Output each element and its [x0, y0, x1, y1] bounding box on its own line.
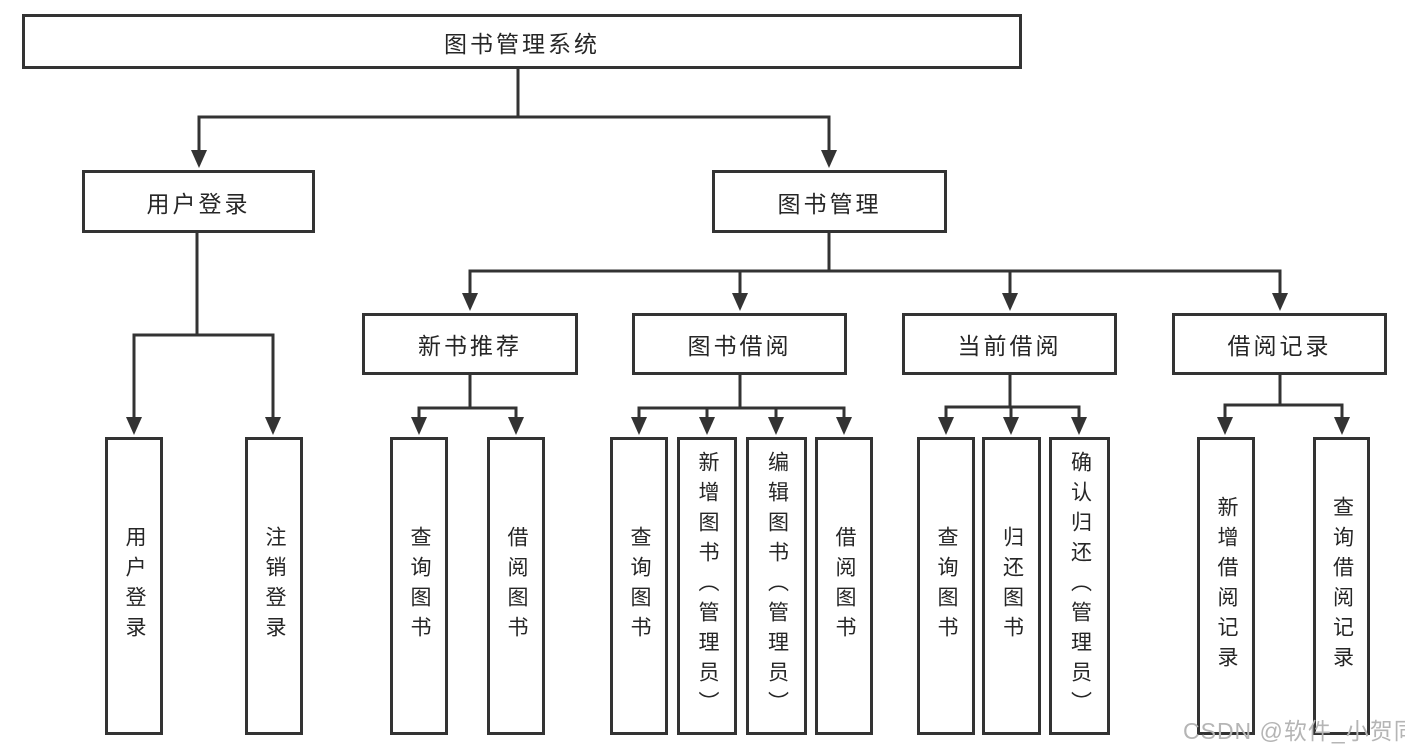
- edges-root: [191, 69, 837, 168]
- node-book-management: 图书管理: [712, 170, 947, 233]
- node-book-borrowing: 图书借阅: [632, 313, 847, 375]
- leaf-logout: 注销登录: [245, 437, 303, 735]
- leaf-label: 查询图书: [628, 526, 651, 646]
- node-current-borrowing: 当前借阅: [902, 313, 1117, 375]
- leaf-confirm-return-admin: 确认归还（管理员）: [1049, 437, 1110, 735]
- node-new-book-recommend: 新书推荐: [362, 313, 578, 375]
- leaf-label: 编辑图书（管理员）: [765, 451, 789, 721]
- leaf-recommend-borrow-books: 借阅图书: [487, 437, 545, 735]
- node-label: 图书管理: [777, 190, 882, 217]
- node-label: 图书管理系统: [444, 30, 600, 57]
- edges-borrowing-records: [1217, 375, 1350, 435]
- leaf-edit-books-admin: 编辑图书（管理员）: [746, 437, 807, 735]
- edges-user-login: [126, 232, 281, 435]
- leaf-borrowing-query-books: 查询图书: [610, 437, 668, 735]
- leaf-user-login: 用户登录: [105, 437, 163, 735]
- leaf-label: 注销登录: [263, 526, 286, 646]
- leaf-label: 用户登录: [123, 526, 146, 646]
- leaf-label: 查询图书: [408, 526, 431, 646]
- leaf-label: 借阅图书: [505, 526, 528, 646]
- node-system-root: 图书管理系统: [22, 14, 1022, 69]
- node-borrowing-records: 借阅记录: [1172, 313, 1387, 375]
- leaf-return-books: 归还图书: [982, 437, 1041, 735]
- edges-book-management: [462, 232, 1288, 311]
- leaf-label: 确认归还（管理员）: [1068, 451, 1092, 721]
- edges-current-borrowing: [938, 375, 1087, 435]
- leaf-label: 新增图书（管理员）: [696, 451, 719, 721]
- node-label: 借阅记录: [1227, 333, 1332, 359]
- leaf-current-query-books: 查询图书: [917, 437, 975, 735]
- edges-book-borrowing: [631, 375, 852, 435]
- leaf-label: 新增借阅记录: [1215, 496, 1238, 676]
- leaf-recommend-query-books: 查询图书: [390, 437, 448, 735]
- node-label: 用户登录: [146, 190, 251, 217]
- node-user-login: 用户登录: [82, 170, 315, 233]
- leaf-label: 归还图书: [1000, 526, 1024, 646]
- leaf-borrowing-borrow-books: 借阅图书: [815, 437, 873, 735]
- node-label: 当前借阅: [957, 333, 1062, 359]
- leaf-add-borrow-record: 新增借阅记录: [1197, 437, 1255, 735]
- node-label: 图书借阅: [687, 333, 792, 359]
- csdn-watermark: CSDN @软件_小贺同学: [1183, 718, 1405, 744]
- leaf-label: 借阅图书: [833, 526, 856, 646]
- node-label: 新书推荐: [418, 333, 522, 359]
- leaf-label: 查询借阅记录: [1330, 496, 1354, 676]
- leaf-query-borrow-record: 查询借阅记录: [1313, 437, 1370, 735]
- edges-new-book-recommend: [411, 375, 524, 435]
- leaf-label: 查询图书: [935, 526, 958, 646]
- leaf-add-books-admin: 新增图书（管理员）: [677, 437, 737, 735]
